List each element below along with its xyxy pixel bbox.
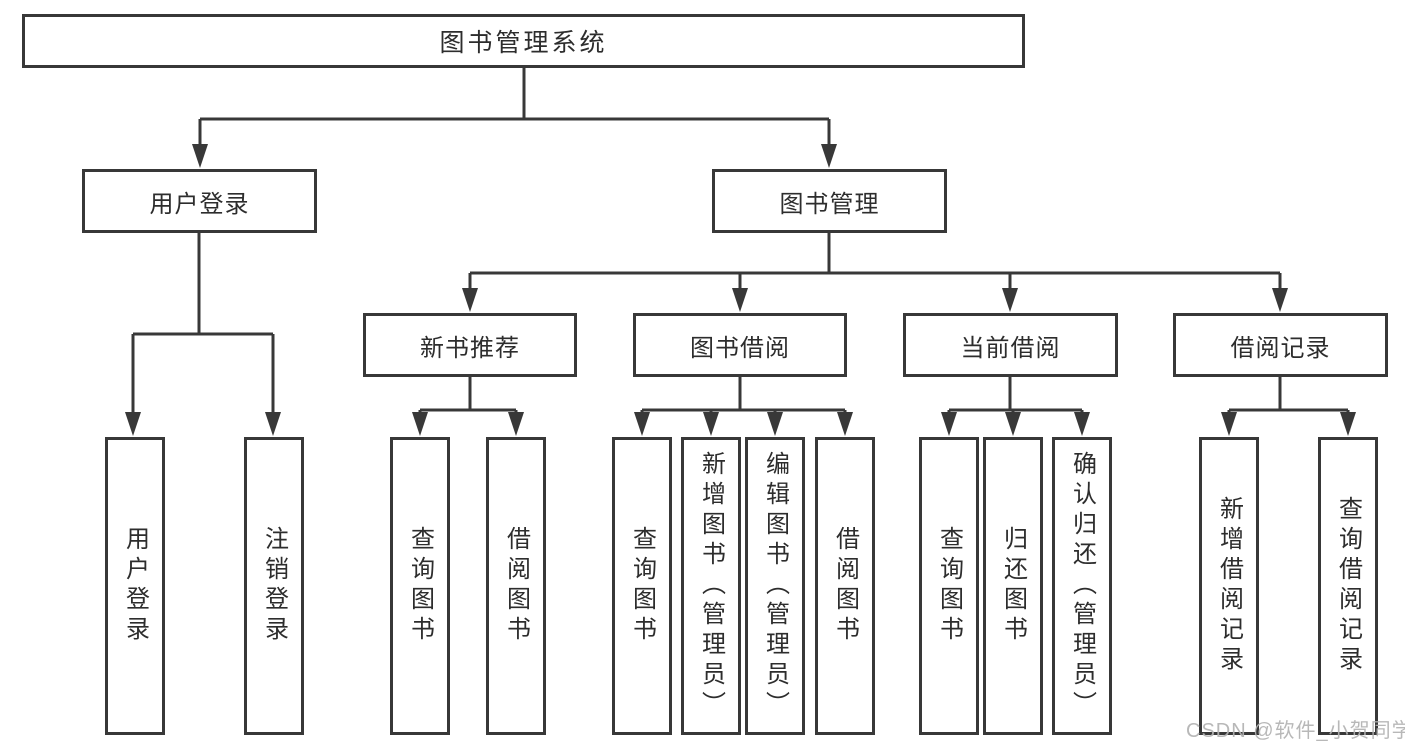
node-book-borrowing: 图书借阅 xyxy=(633,313,847,377)
edge-book-management-to-level3 xyxy=(462,233,1288,312)
node-label: 图书管理 xyxy=(779,190,880,218)
leaf-label: 新增图书（管理员） xyxy=(697,451,725,721)
node-borrowing-records: 借阅记录 xyxy=(1173,313,1388,377)
leaf-label: 借阅图书 xyxy=(502,526,530,646)
leaf-borrow-books-recommend: 借阅图书 xyxy=(486,437,546,735)
leaf-label: 借阅图书 xyxy=(831,526,859,646)
leaf-label: 编辑图书（管理员） xyxy=(761,451,789,721)
leaf-add-borrow-record: 新增借阅记录 xyxy=(1199,437,1259,735)
node-label: 新书推荐 xyxy=(420,334,520,362)
edge-new-book-recommendation-to-leaves xyxy=(412,377,524,436)
node-label: 当前借阅 xyxy=(960,334,1061,362)
leaf-label: 注销登录 xyxy=(260,526,288,646)
leaf-label: 新增借阅记录 xyxy=(1215,496,1243,676)
leaf-label: 归还图书 xyxy=(999,526,1027,646)
leaf-label: 查询图书 xyxy=(628,526,656,646)
leaf-label: 查询图书 xyxy=(406,526,434,646)
leaf-query-books-current: 查询图书 xyxy=(919,437,979,735)
leaf-label: 查询借阅记录 xyxy=(1334,496,1362,676)
leaf-label: 确认归还（管理员） xyxy=(1068,451,1096,721)
leaf-return-books: 归还图书 xyxy=(983,437,1043,735)
node-current-borrowing: 当前借阅 xyxy=(903,313,1118,377)
edge-current-borrowing-to-leaves xyxy=(941,377,1090,436)
leaf-edit-books-admin: 编辑图书（管理员） xyxy=(745,437,805,735)
leaf-query-books-borrowing: 查询图书 xyxy=(612,437,672,735)
edge-user-login-to-leaves xyxy=(125,233,281,436)
leaf-confirm-return-admin: 确认归还（管理员） xyxy=(1052,437,1112,735)
leaf-borrow-books-borrowing: 借阅图书 xyxy=(815,437,875,735)
node-label: 用户登录 xyxy=(149,190,250,218)
edge-book-borrowing-to-leaves xyxy=(634,377,853,436)
watermark-csdn: CSDN @软件_小贺同学 xyxy=(1186,720,1405,742)
edge-root-to-level2 xyxy=(192,68,837,168)
leaf-query-borrow-record: 查询借阅记录 xyxy=(1318,437,1378,735)
leaf-logout: 注销登录 xyxy=(244,437,304,735)
leaf-user-login: 用户登录 xyxy=(105,437,165,735)
leaf-label: 用户登录 xyxy=(121,526,149,646)
node-user-login: 用户登录 xyxy=(82,169,317,233)
node-label: 图书借阅 xyxy=(690,334,790,362)
node-new-book-recommendation: 新书推荐 xyxy=(363,313,577,377)
node-book-management: 图书管理 xyxy=(712,169,947,233)
node-library-management-system: 图书管理系统 xyxy=(22,14,1025,68)
node-label: 图书管理系统 xyxy=(439,29,608,57)
node-label: 借阅记录 xyxy=(1230,334,1331,362)
leaf-query-books-recommend: 查询图书 xyxy=(390,437,450,735)
leaf-label: 查询图书 xyxy=(935,526,963,646)
leaf-add-books-admin: 新增图书（管理员） xyxy=(681,437,741,735)
edge-borrowing-records-to-leaves xyxy=(1221,377,1356,436)
